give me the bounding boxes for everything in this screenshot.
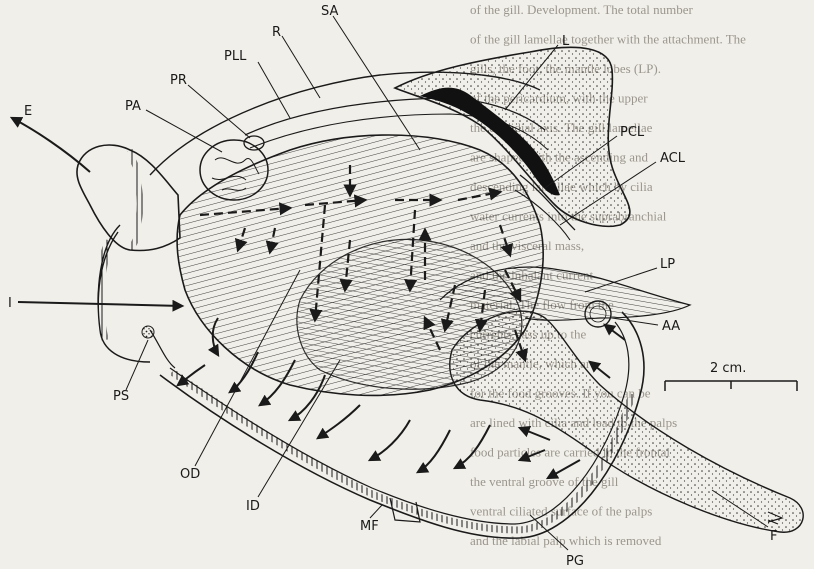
scale-bar-label: 2 cm. — [710, 361, 746, 376]
label-PR: PR — [170, 73, 187, 88]
label-I: I — [8, 296, 12, 311]
scale-bar: 2 cm. — [665, 361, 797, 391]
label-E: E — [24, 104, 32, 119]
label-PLL: PLL — [224, 49, 247, 64]
label-PCL: PCL — [620, 125, 645, 140]
label-SA: SA — [321, 4, 338, 19]
label-AA: AA — [662, 319, 680, 334]
palp-stem — [150, 330, 175, 368]
palp-tip — [142, 326, 154, 338]
background-text-line: of the gill. Development. The total numb… — [470, 2, 694, 17]
label-LP: LP — [660, 257, 675, 272]
siphon-tentacles — [101, 240, 108, 340]
label-ID: ID — [246, 499, 260, 514]
label-MF: MF — [360, 519, 379, 534]
label-OD: OD — [180, 467, 200, 482]
label-R: R — [272, 25, 281, 40]
background-text-line: of the gill lamellae together with the a… — [470, 32, 746, 47]
label-ACL: ACL — [660, 151, 686, 166]
label-PG: PG — [566, 554, 584, 569]
label-PS: PS — [113, 389, 129, 404]
posterior-retractor — [244, 136, 264, 150]
background-text-line: and the labial palp which is removed — [470, 533, 662, 548]
siphon-ridges — [130, 150, 140, 250]
label-L: L — [562, 34, 570, 49]
label-PA: PA — [125, 99, 141, 114]
label-F: F — [770, 529, 777, 544]
